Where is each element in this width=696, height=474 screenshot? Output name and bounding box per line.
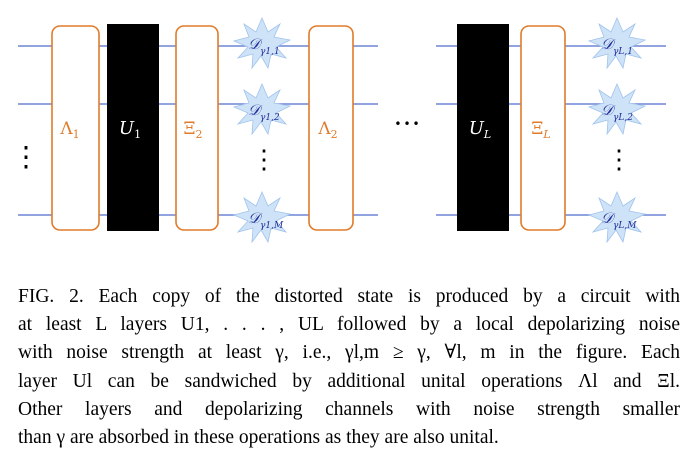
caption-line-1: FIG. 2. Each copy of the distorted state… [18,286,680,307]
svg-text:𝒟γL,1: 𝒟γL,1 [601,35,633,57]
svg-text:Λ1: Λ1 [59,119,79,141]
xi-2-box: Ξ2 [175,25,219,231]
svg-text:Λ2: Λ2 [317,119,337,141]
svg-text:𝒟γ1,1: 𝒟γ1,1 [248,35,280,57]
caption-line-3: with noise strength at least γ, i.e., γl… [18,342,680,364]
svg-text:𝒟γ1,M: 𝒟γ1,M [248,209,284,231]
right-vertical-dots: ⋮ [606,145,632,175]
noise-L-2: 𝒟γL,2 [588,83,646,135]
caption-line-6: than γ are absorbed in these operations … [18,427,499,449]
caption-line-2: at least L layers U1, . . . , UL followe… [18,314,680,336]
svg-text:UL: UL [469,118,491,141]
noise-1-2: 𝒟γ1,2 [233,83,291,135]
u-L-box: UL [457,24,509,231]
caption-line-4: layer Ul can be sandwiched by additional… [18,370,680,392]
noise-L-1: 𝒟γL,1 [588,17,646,69]
figure-caption: FIG. 2. Each copy of the distorted state… [18,283,680,452]
svg-text:𝒟γ1,2: 𝒟γ1,2 [248,101,280,123]
noise-1-M: 𝒟γ1,M [233,191,291,243]
circuit-diagram: ⋮ Λ1 U1 Ξ2 𝒟γ1,1 𝒟γ1,2 ⋮ 𝒟γ1,M [12,17,666,243]
lambda-1-label: Λ [59,119,73,139]
svg-text:𝒟γL,M: 𝒟γL,M [601,209,637,231]
svg-text:Ξ2: Ξ2 [184,119,203,141]
lambda-1-box: Λ1 [51,25,100,231]
svg-text:ΞL: ΞL [531,119,550,141]
u-L-label: U [469,118,485,139]
left-vertical-dots: ⋮ [12,140,40,173]
xi-L-label: Ξ [531,119,543,139]
noise-L-M: 𝒟γL,M [588,191,646,243]
lambda-2-box: Λ2 [308,25,354,231]
xi-2-label: Ξ [184,119,196,139]
xi-L-box: ΞL [520,25,566,231]
caption-line-5: Other layers and depolarizing channels w… [18,398,680,420]
svg-text:𝒟γL,2: 𝒟γL,2 [601,101,633,123]
lambda-2-label: Λ [317,119,331,139]
middle-vertical-dots: ⋮ [251,145,277,175]
svg-text:U1: U1 [119,118,141,141]
horizontal-ellipsis: ••• [394,117,421,131]
u-1-label: U [119,118,135,139]
noise-1-1: 𝒟γ1,1 [233,17,291,69]
u-1-box: U1 [107,24,159,231]
